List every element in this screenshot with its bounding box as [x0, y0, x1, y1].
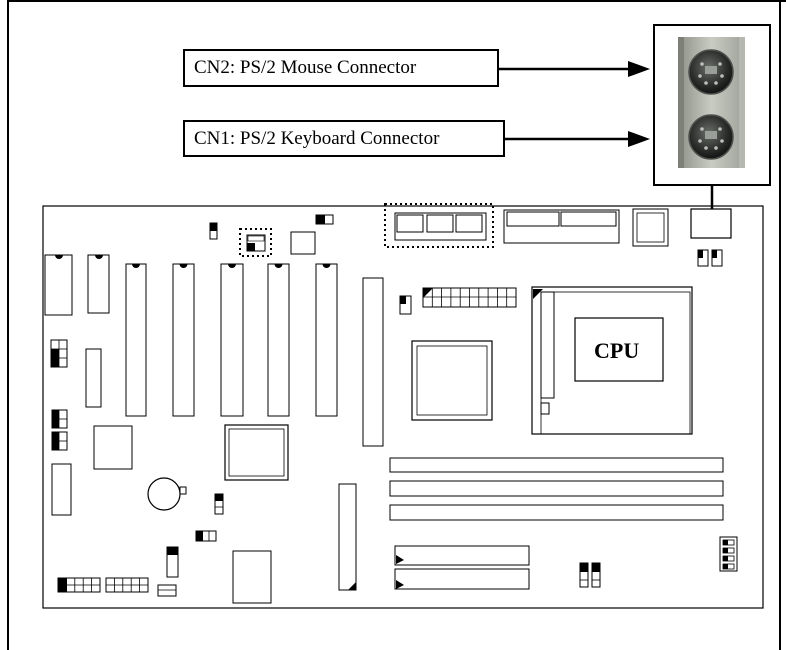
bottom-jumpers: [157, 493, 601, 604]
cpu-socket: [531, 286, 693, 435]
slot: [125, 263, 147, 417]
vertical-ide-slot: [338, 277, 384, 591]
top-dashed-connectors: [384, 203, 494, 248]
ps2-connector-photo: [653, 24, 771, 186]
usb-block: [632, 208, 669, 247]
cpu-label: CPU: [594, 338, 640, 363]
power-connector-pins: [423, 288, 516, 307]
chipset-north: [411, 340, 493, 421]
memory-slots: [389, 457, 724, 521]
cmos-battery: [147, 477, 187, 511]
left-chips: [44, 254, 133, 516]
dip-switch: [719, 536, 738, 572]
mouse-port-icon: [688, 49, 734, 95]
board-ps2-connector: [690, 208, 732, 239]
front-panel-headers: [57, 577, 149, 593]
keyboard-arrow: [505, 131, 650, 147]
outer-frame: [7, 0, 786, 650]
expansion-slots: [125, 263, 338, 417]
mouse-connector-label: CN2: PS/2 Mouse Connector: [183, 49, 499, 87]
motherboard-outline: [42, 205, 764, 609]
slot: [172, 263, 195, 417]
chipset-south: [224, 424, 289, 481]
left-jumpers: [50, 339, 68, 451]
slot: [220, 263, 244, 417]
slot: [267, 263, 290, 417]
small-jumpers-top: [209, 214, 723, 315]
keyboard-connector-label: CN1: PS/2 Keyboard Connector: [183, 120, 505, 157]
mouse-arrow: [499, 61, 650, 77]
slot: [315, 263, 338, 417]
ide-connectors: [394, 545, 530, 590]
dashed-jumper-highlight: [239, 228, 272, 257]
parallel-port: [503, 209, 620, 244]
keyboard-port-icon: [688, 114, 734, 160]
